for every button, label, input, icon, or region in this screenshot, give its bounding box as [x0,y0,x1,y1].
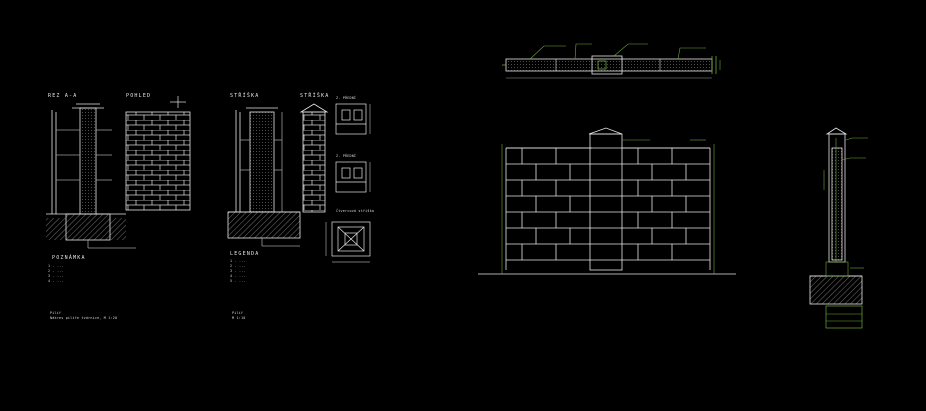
sheet-2-legend-item: 5 - ... [230,279,246,283]
sheet-2-detail-2-title: Z. PŘEDNÍ [336,154,357,158]
sheet-1-footer-title: Pilíř [50,311,62,315]
sheet-2-legend-item: 1 - ... [230,259,246,263]
sheet-1-legend-item: 4 - ... [48,279,64,283]
sheet-2-section-title: STŘÍŠKA [230,93,260,99]
sheet-2-detail-1-title: Z. PŘEDNÍ [336,96,357,100]
sheet-1-brick-elevation [125,96,191,211]
sheet-2-footer-subtitle: M 1:10 [232,316,246,320]
sheet-1-legend-item: 3 - ... [48,274,64,278]
sheet-1-legend-title: POZNÁMKA [52,255,86,261]
sheet-1-section-title: REZ A-A [48,93,78,99]
sheet-2-section-drawing [227,107,301,247]
sheet-1-legend-item: 1 - ... [48,264,64,268]
sheet-2-legend-title: LEGENDA [230,251,260,257]
sheet-1-elevation-title: POHLED [126,93,152,99]
sheet-1-footer-subtitle: Nákres pilíře tvárnice, M 1:20 [50,316,118,320]
sheet-2-plan-title: Čtvercová stříška [336,209,375,213]
pillar-section [809,127,868,329]
sheet-2-footer-title: Pilíř [232,311,244,315]
wall-elevation [478,127,736,275]
sheet-1-legend-item: 2 - ... [48,269,64,273]
sheet-2-legend-item: 3 - ... [230,269,246,273]
sheet-2-brick-elevation [299,103,329,213]
wall-plan-view [502,43,721,79]
sheet-2-details [325,103,371,263]
sheet-1-section-drawing [46,103,136,249]
sheet-2-elevation-title: STŘÍŠKA [300,93,330,99]
sheet-2-legend-item: 2 - ... [230,264,246,268]
sheet-2-legend-item: 4 - ... [230,274,246,278]
